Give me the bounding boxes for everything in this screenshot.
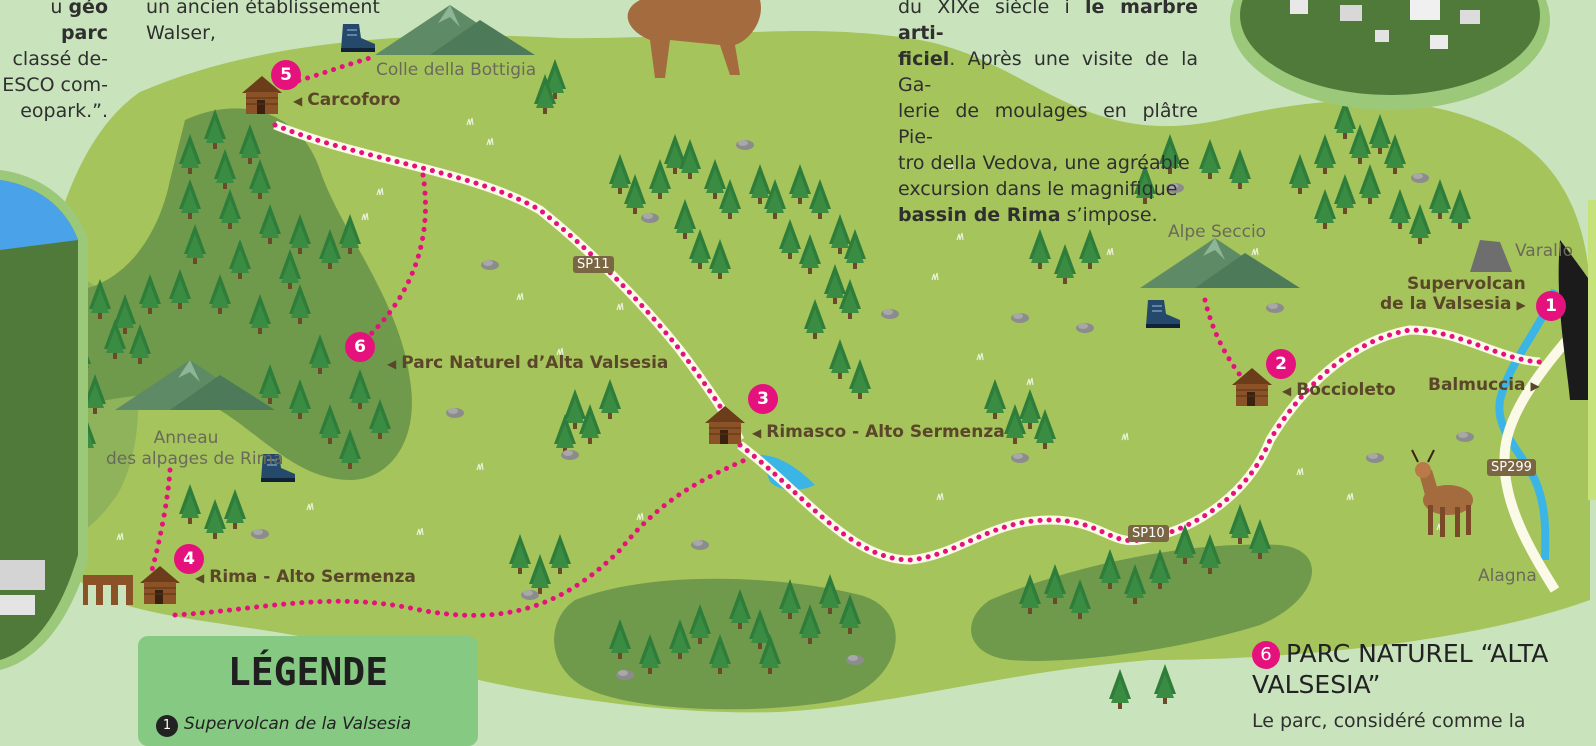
intro-left-line1a: u	[50, 0, 69, 18]
pointer-left-icon: ◀	[1282, 384, 1292, 398]
intro-mid-line1: un ancien établissement	[146, 0, 380, 18]
place-balmuccia-label: Balmuccia	[1428, 375, 1526, 395]
aqueduct-icon	[83, 575, 133, 605]
intro-text-right: du XIXe siècle i le marbre arti- ficiel.…	[898, 0, 1198, 228]
stop-badge-1[interactable]: 1	[1536, 291, 1566, 321]
photo-right-edge	[1558, 200, 1596, 500]
place-parc-label: Parc Naturel d’Alta Valsesia	[401, 353, 669, 373]
pointer-right-icon: ▶	[1516, 298, 1526, 312]
pointer-left-icon: ◀	[195, 571, 205, 585]
landscape-photo-left	[0, 170, 88, 670]
forest-bottom	[554, 578, 896, 710]
peak-seccio-label: Alpe Seccio	[1168, 222, 1267, 242]
intro-text-left: u géo parc classé de- ESCO com- eopark.”…	[0, 0, 108, 124]
road-tag-sp10: SP10	[1128, 525, 1169, 542]
intro-right-line2b: ficiel	[898, 48, 950, 70]
place-rima[interactable]: ◀ Rima - Alto Sermenza	[195, 567, 416, 587]
rock-peak-icon	[1470, 240, 1512, 272]
place-rimasco-label: Rimasco - Alto Sermenza	[766, 422, 1005, 442]
pointer-left-icon: ◀	[387, 357, 397, 371]
intro-right-line6c: s’impose.	[1060, 204, 1158, 226]
main-road	[1499, 296, 1596, 593]
intro-right-line3: lerie de moulages en plâtre Pie-	[898, 100, 1198, 148]
pointer-right-icon: ▶	[1530, 379, 1540, 393]
place-parc[interactable]: ◀ Parc Naturel d’Alta Valsesia	[387, 353, 668, 373]
forest-right	[971, 544, 1313, 661]
place-balmuccia[interactable]: Balmuccia ▶	[1428, 375, 1540, 395]
stop-badge-4[interactable]: 4	[174, 544, 204, 574]
place-boccioleto-label: Boccioleto	[1296, 380, 1396, 400]
legend-row-number: 1	[156, 715, 178, 737]
place-supervolcan-line1: Supervolcan	[1407, 274, 1526, 294]
stop-badge-2[interactable]: 2	[1266, 349, 1296, 379]
intro-right-line1b: le marbre arti-	[898, 0, 1198, 44]
peak-seccio[interactable]: Alpe Seccio	[1168, 222, 1266, 242]
place-alagna-label: Alagna	[1478, 566, 1537, 586]
stop-badge-5[interactable]: 5	[271, 60, 301, 90]
place-carcoforo[interactable]: ◀ Carcoforo	[293, 90, 400, 110]
intro-mid-line2: Walser,	[146, 22, 216, 44]
intro-left-line3: ESCO com-	[2, 74, 108, 96]
legend-row: 1 Supervolcan de la Valsesia	[156, 714, 411, 737]
pointer-left-icon: ◀	[293, 94, 303, 108]
map-canvas	[0, 0, 1596, 713]
valley-land	[27, 31, 1590, 713]
stop-badge-3[interactable]: 3	[748, 384, 778, 414]
peak-bottiglia[interactable]: Colle della Bottigia	[376, 60, 536, 80]
intro-left-line2: classé de-	[12, 48, 108, 70]
trail-parc	[367, 172, 428, 338]
chamois-icon	[1411, 449, 1473, 537]
place-supervolcan-line2: de la Valsesia	[1380, 294, 1512, 314]
village-photo-top-right	[1230, 0, 1550, 110]
road-tag-sp11: SP11	[573, 256, 614, 273]
legend-title: LÉGENDE	[227, 650, 389, 694]
section-body: Le parc, considéré comme la	[1252, 710, 1526, 732]
stop-badge-6[interactable]: 6	[345, 332, 375, 362]
place-boccioleto[interactable]: ◀ Boccioleto	[1282, 380, 1396, 400]
intro-right-line4: tro della Vedova, une agréable	[898, 152, 1190, 174]
section-title-text: PARC NATUREL “ALTA VALSESIA”	[1252, 639, 1549, 699]
pointer-left-icon: ◀	[752, 426, 762, 440]
peak-anneau-line1: Anneau	[153, 428, 219, 448]
deer-icon	[627, 0, 761, 78]
intro-left-line4: eopark.”.	[20, 100, 108, 122]
place-rima-label: Rima - Alto Sermenza	[209, 567, 416, 587]
peak-bottiglia-label: Colle della Bottigia	[376, 60, 537, 80]
place-rimasco[interactable]: ◀ Rimasco - Alto Sermenza	[752, 422, 1005, 442]
place-varallo-label: Varallo	[1515, 241, 1573, 261]
intro-right-line2c: . Après une visite de la Ga-	[898, 48, 1198, 96]
mountain-icon	[375, 5, 535, 55]
place-varallo[interactable]: Varallo	[1515, 241, 1573, 261]
road-tag-sp299: SP299	[1487, 459, 1536, 476]
intro-right-line1a: du XIXe siècle i	[898, 0, 1085, 18]
place-carcoforo-label: Carcoforo	[307, 90, 401, 110]
legend-panel: LÉGENDE 1 Supervolcan de la Valsesia	[138, 636, 478, 746]
lake	[760, 455, 815, 490]
section-number: 6	[1252, 641, 1280, 669]
trail-seccio	[1202, 297, 1243, 378]
place-alagna[interactable]: Alagna	[1478, 566, 1537, 586]
intro-left-line1b: géo parc	[60, 0, 108, 44]
peak-anneau-line2: des alpages de Rima	[106, 449, 284, 469]
intro-right-line6b: bassin de Rima	[898, 204, 1061, 226]
intro-text-mid: un ancien établissement Walser,	[146, 0, 386, 46]
route-sp10	[737, 327, 1543, 563]
legend-row-label: Supervolcan de la Valsesia	[184, 714, 412, 734]
trail-anneau	[149, 467, 173, 573]
route-rima	[172, 457, 748, 618]
intro-right-line5: excursion dans le magnifique	[898, 178, 1178, 200]
route-sp11	[272, 122, 743, 443]
